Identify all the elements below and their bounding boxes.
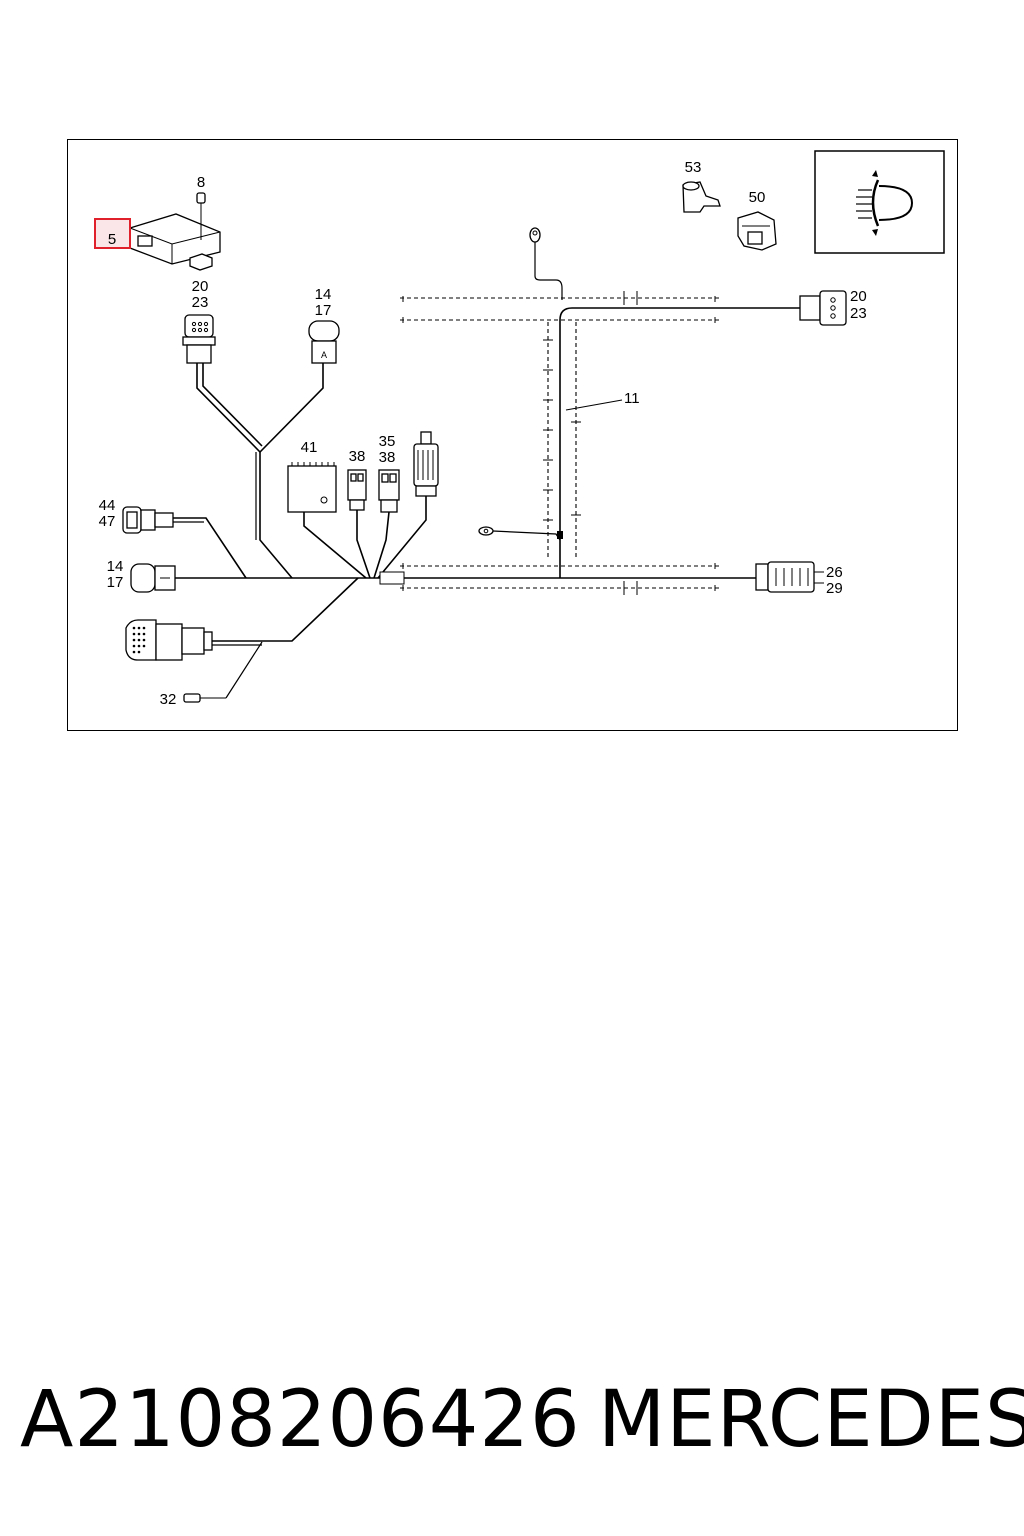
branch-round (212, 577, 359, 642)
ground-terminal-top[interactable] (529, 227, 563, 300)
caption-bar: A2108206426 MERCEDES (0, 1370, 1024, 1470)
harness-upper-dashed (400, 291, 720, 323)
callout-38-b[interactable]: 38 (379, 449, 396, 466)
connector-tall[interactable] (413, 431, 439, 497)
connector-lower-right[interactable] (755, 561, 824, 593)
callout-23-right[interactable]: 23 (850, 305, 867, 322)
callout-38[interactable]: 38 (349, 448, 366, 465)
highlight-box (94, 218, 131, 249)
ground-terminal-mid[interactable] (478, 526, 563, 541)
part-number: A2108206426 (20, 1375, 581, 1465)
callout-32[interactable]: 32 (160, 691, 177, 708)
callout-20-right[interactable]: 20 (850, 288, 867, 305)
connector-part-35-38[interactable] (378, 469, 400, 513)
branch-32 (225, 641, 263, 699)
clip-part-53[interactable] (682, 181, 721, 213)
leader-11 (565, 399, 623, 411)
callout-17-left[interactable]: 17 (107, 574, 124, 591)
callout-47[interactable]: 47 (99, 513, 116, 530)
callout-5[interactable]: 5 (108, 231, 116, 248)
harness-lower-dashed (400, 563, 720, 595)
module-part-41[interactable] (287, 462, 337, 513)
connector-upper-right[interactable] (799, 290, 847, 326)
round-connector-bottom-left[interactable] (125, 619, 213, 661)
junction-sleeve (379, 571, 405, 585)
callout-44[interactable]: 44 (99, 497, 116, 514)
branch-tall (377, 496, 427, 579)
trunk-left-vertical (259, 452, 293, 579)
connector-top-center[interactable]: A (308, 320, 340, 364)
holder-part-50[interactable] (737, 211, 777, 251)
callout-17-top[interactable]: 17 (315, 302, 332, 319)
callout-41[interactable]: 41 (301, 439, 318, 456)
control-unit-part[interactable] (129, 213, 221, 271)
branch-top-left-inner (202, 363, 263, 447)
connector-part-38[interactable] (347, 469, 367, 511)
callout-26[interactable]: 26 (826, 564, 843, 581)
terminal-part-32[interactable] (183, 693, 226, 703)
callout-50[interactable]: 50 (749, 189, 766, 206)
svg-text:A: A (321, 350, 327, 360)
callout-14-left[interactable]: 14 (107, 558, 124, 575)
headlight-symbol-icon (814, 150, 945, 254)
branch-44 (173, 517, 247, 579)
branch-41 (303, 512, 367, 579)
screw-part[interactable] (196, 192, 206, 240)
callout-23-upper-left[interactable]: 23 (192, 294, 209, 311)
callout-8[interactable]: 8 (197, 174, 205, 191)
branch-35 (373, 511, 390, 579)
branch-38 (356, 510, 371, 579)
callout-20-upper-left[interactable]: 20 (192, 278, 209, 295)
harness-vertical-trunk (543, 307, 800, 578)
callout-35[interactable]: 35 (379, 433, 396, 450)
diagram-frame (67, 139, 958, 731)
callout-53[interactable]: 53 (685, 159, 702, 176)
brand-name: MERCEDES (598, 1375, 1024, 1465)
wiring-harness-diagram: A (94, 150, 945, 708)
callout-11[interactable]: 11 (624, 390, 640, 407)
callout-29[interactable]: 29 (826, 580, 843, 597)
connector-part-44-47[interactable] (122, 506, 174, 534)
connector-part-14-17-left[interactable] (130, 563, 176, 593)
connector-upper-left[interactable] (182, 314, 216, 364)
callout-14-top[interactable]: 14 (315, 286, 332, 303)
